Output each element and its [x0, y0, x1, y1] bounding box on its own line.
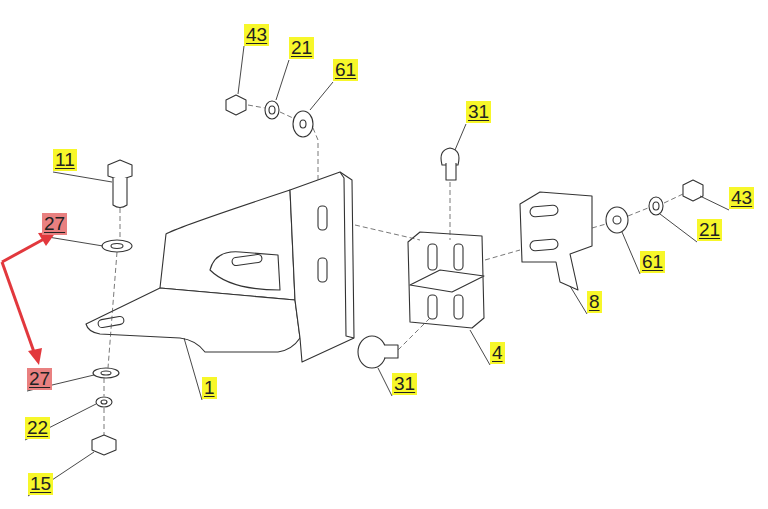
slot	[318, 206, 327, 230]
callout-number: 61	[640, 251, 665, 273]
gusset	[160, 190, 295, 300]
callout-number: 11	[53, 149, 77, 171]
callout-number: 27	[42, 213, 67, 235]
base-plate	[86, 288, 300, 352]
callout-number: 61	[333, 59, 358, 81]
plate	[520, 192, 592, 290]
clamp-bracket	[408, 232, 484, 328]
callout-number: 21	[697, 219, 722, 241]
callout-number: 21	[289, 37, 314, 59]
bolt-head	[108, 160, 132, 180]
callout-number: 1	[202, 377, 217, 399]
slot	[318, 258, 327, 282]
callout-number: 8	[587, 291, 602, 313]
callout-number: 4	[490, 342, 505, 364]
cutout	[210, 252, 280, 290]
callout-number: 27	[27, 368, 52, 390]
callout-number: 43	[244, 24, 269, 46]
callout-number: 22	[25, 417, 50, 439]
callout-number: 31	[392, 373, 417, 395]
callout-number: 43	[729, 187, 754, 209]
callout-number: 15	[28, 473, 53, 495]
callout-number: 31	[466, 101, 491, 123]
vertical-plate	[290, 172, 354, 362]
